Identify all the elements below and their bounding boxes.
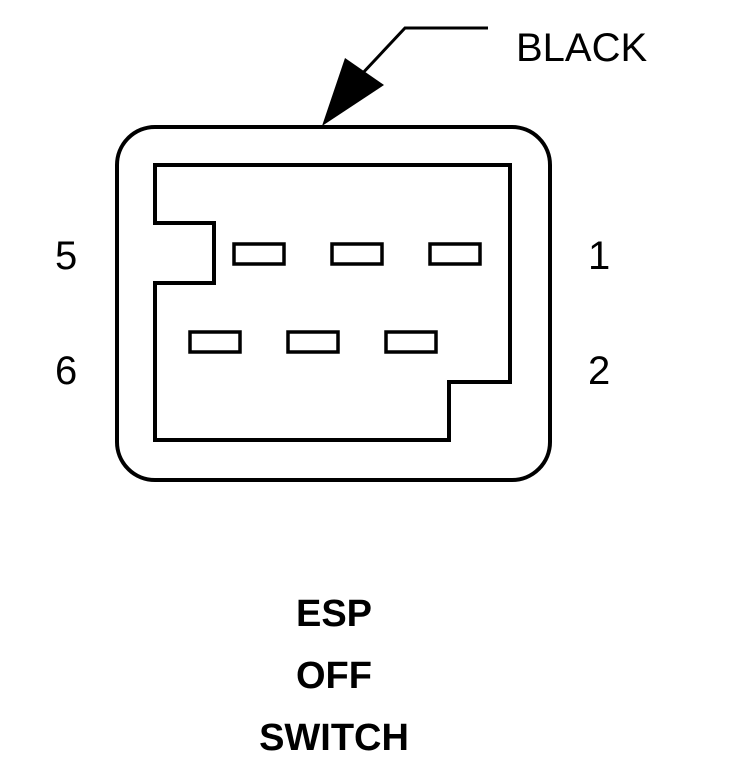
terminal-pin [428,242,482,266]
terminal-pin [330,242,384,266]
connector-color-label: BLACK [516,26,647,70]
caption-line-3: SWITCH [259,717,409,759]
pin-label-1: 1 [588,234,610,278]
connector-cavity [153,163,512,442]
leader-arrowhead [322,58,384,126]
terminal-pin [286,330,340,354]
caption-line-2: OFF [296,655,372,697]
connector-housing [115,125,552,482]
pin-label-5: 5 [55,234,77,278]
terminal-pin [232,242,286,266]
terminal-pin [384,330,438,354]
pin-label-6: 6 [55,349,77,393]
leader-line [358,26,488,78]
caption-line-1: ESP [296,593,372,635]
pin-label-2: 2 [588,349,610,393]
terminal-pin [188,330,242,354]
